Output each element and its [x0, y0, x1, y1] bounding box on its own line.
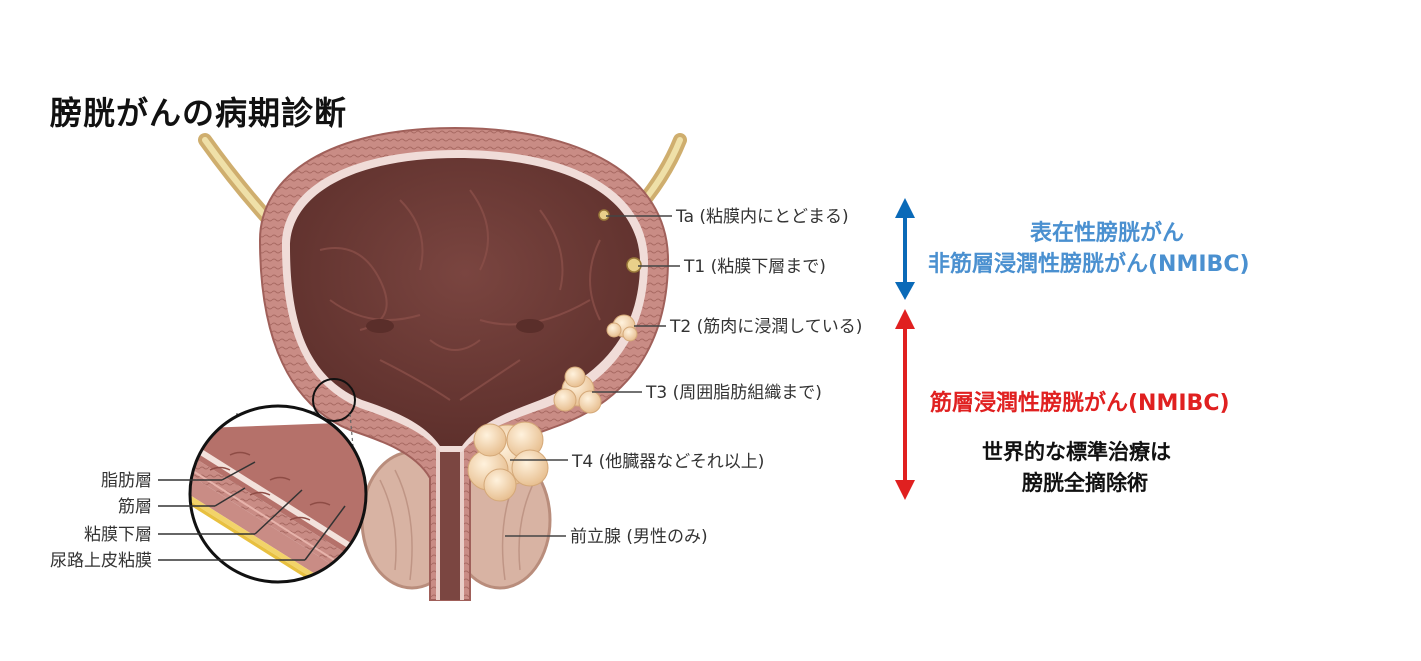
tumor-t3	[553, 366, 602, 414]
label-submucosa: 粘膜下層	[84, 525, 152, 545]
tumor-t1	[626, 257, 642, 273]
urethra	[440, 440, 460, 600]
nmibc-arrow	[895, 198, 915, 300]
magnifier-zoom	[188, 404, 368, 584]
magnifier-source	[312, 378, 356, 422]
ureteral-orifice-right	[516, 319, 544, 333]
tumor-t2	[606, 314, 638, 342]
label-t4: T4 (他臓器などそれ以上)	[571, 452, 764, 472]
label-ta: Ta (粘膜内にとどまる)	[675, 207, 849, 227]
label-fat: 脂肪層	[101, 471, 152, 491]
label-t3: T3 (周囲脂肪組織まで)	[645, 383, 822, 403]
label-t2: T2 (筋肉に浸潤している)	[669, 317, 862, 337]
label-prostate: 前立腺 (男性のみ)	[570, 527, 708, 547]
label-urothelium: 尿路上皮粘膜	[50, 551, 152, 571]
mibc-arrow	[895, 309, 915, 500]
tumor-ta	[598, 209, 610, 221]
layer-leader-lines	[158, 461, 346, 561]
treatment-line2: 膀胱全摘除術	[1022, 471, 1148, 495]
mibc-label: 筋層浸潤性膀胱がん(NMIBC)	[930, 391, 1230, 416]
ureteral-orifice-left	[366, 319, 394, 333]
tumor-t4	[467, 421, 549, 502]
stage-leader-lines	[505, 215, 680, 537]
treatment-line1: 世界的な標準治療は	[982, 440, 1171, 464]
nmibc-line2: 非筋層浸潤性膀胱がん(NMIBC)	[928, 252, 1250, 277]
rugae-folds	[319, 189, 601, 401]
label-t1: T1 (粘膜下層まで)	[683, 257, 826, 277]
page-title: 膀胱がんの病期診断	[50, 94, 348, 132]
label-muscle: 筋層	[118, 497, 152, 517]
nmibc-line1: 表在性膀胱がん	[1030, 221, 1185, 246]
